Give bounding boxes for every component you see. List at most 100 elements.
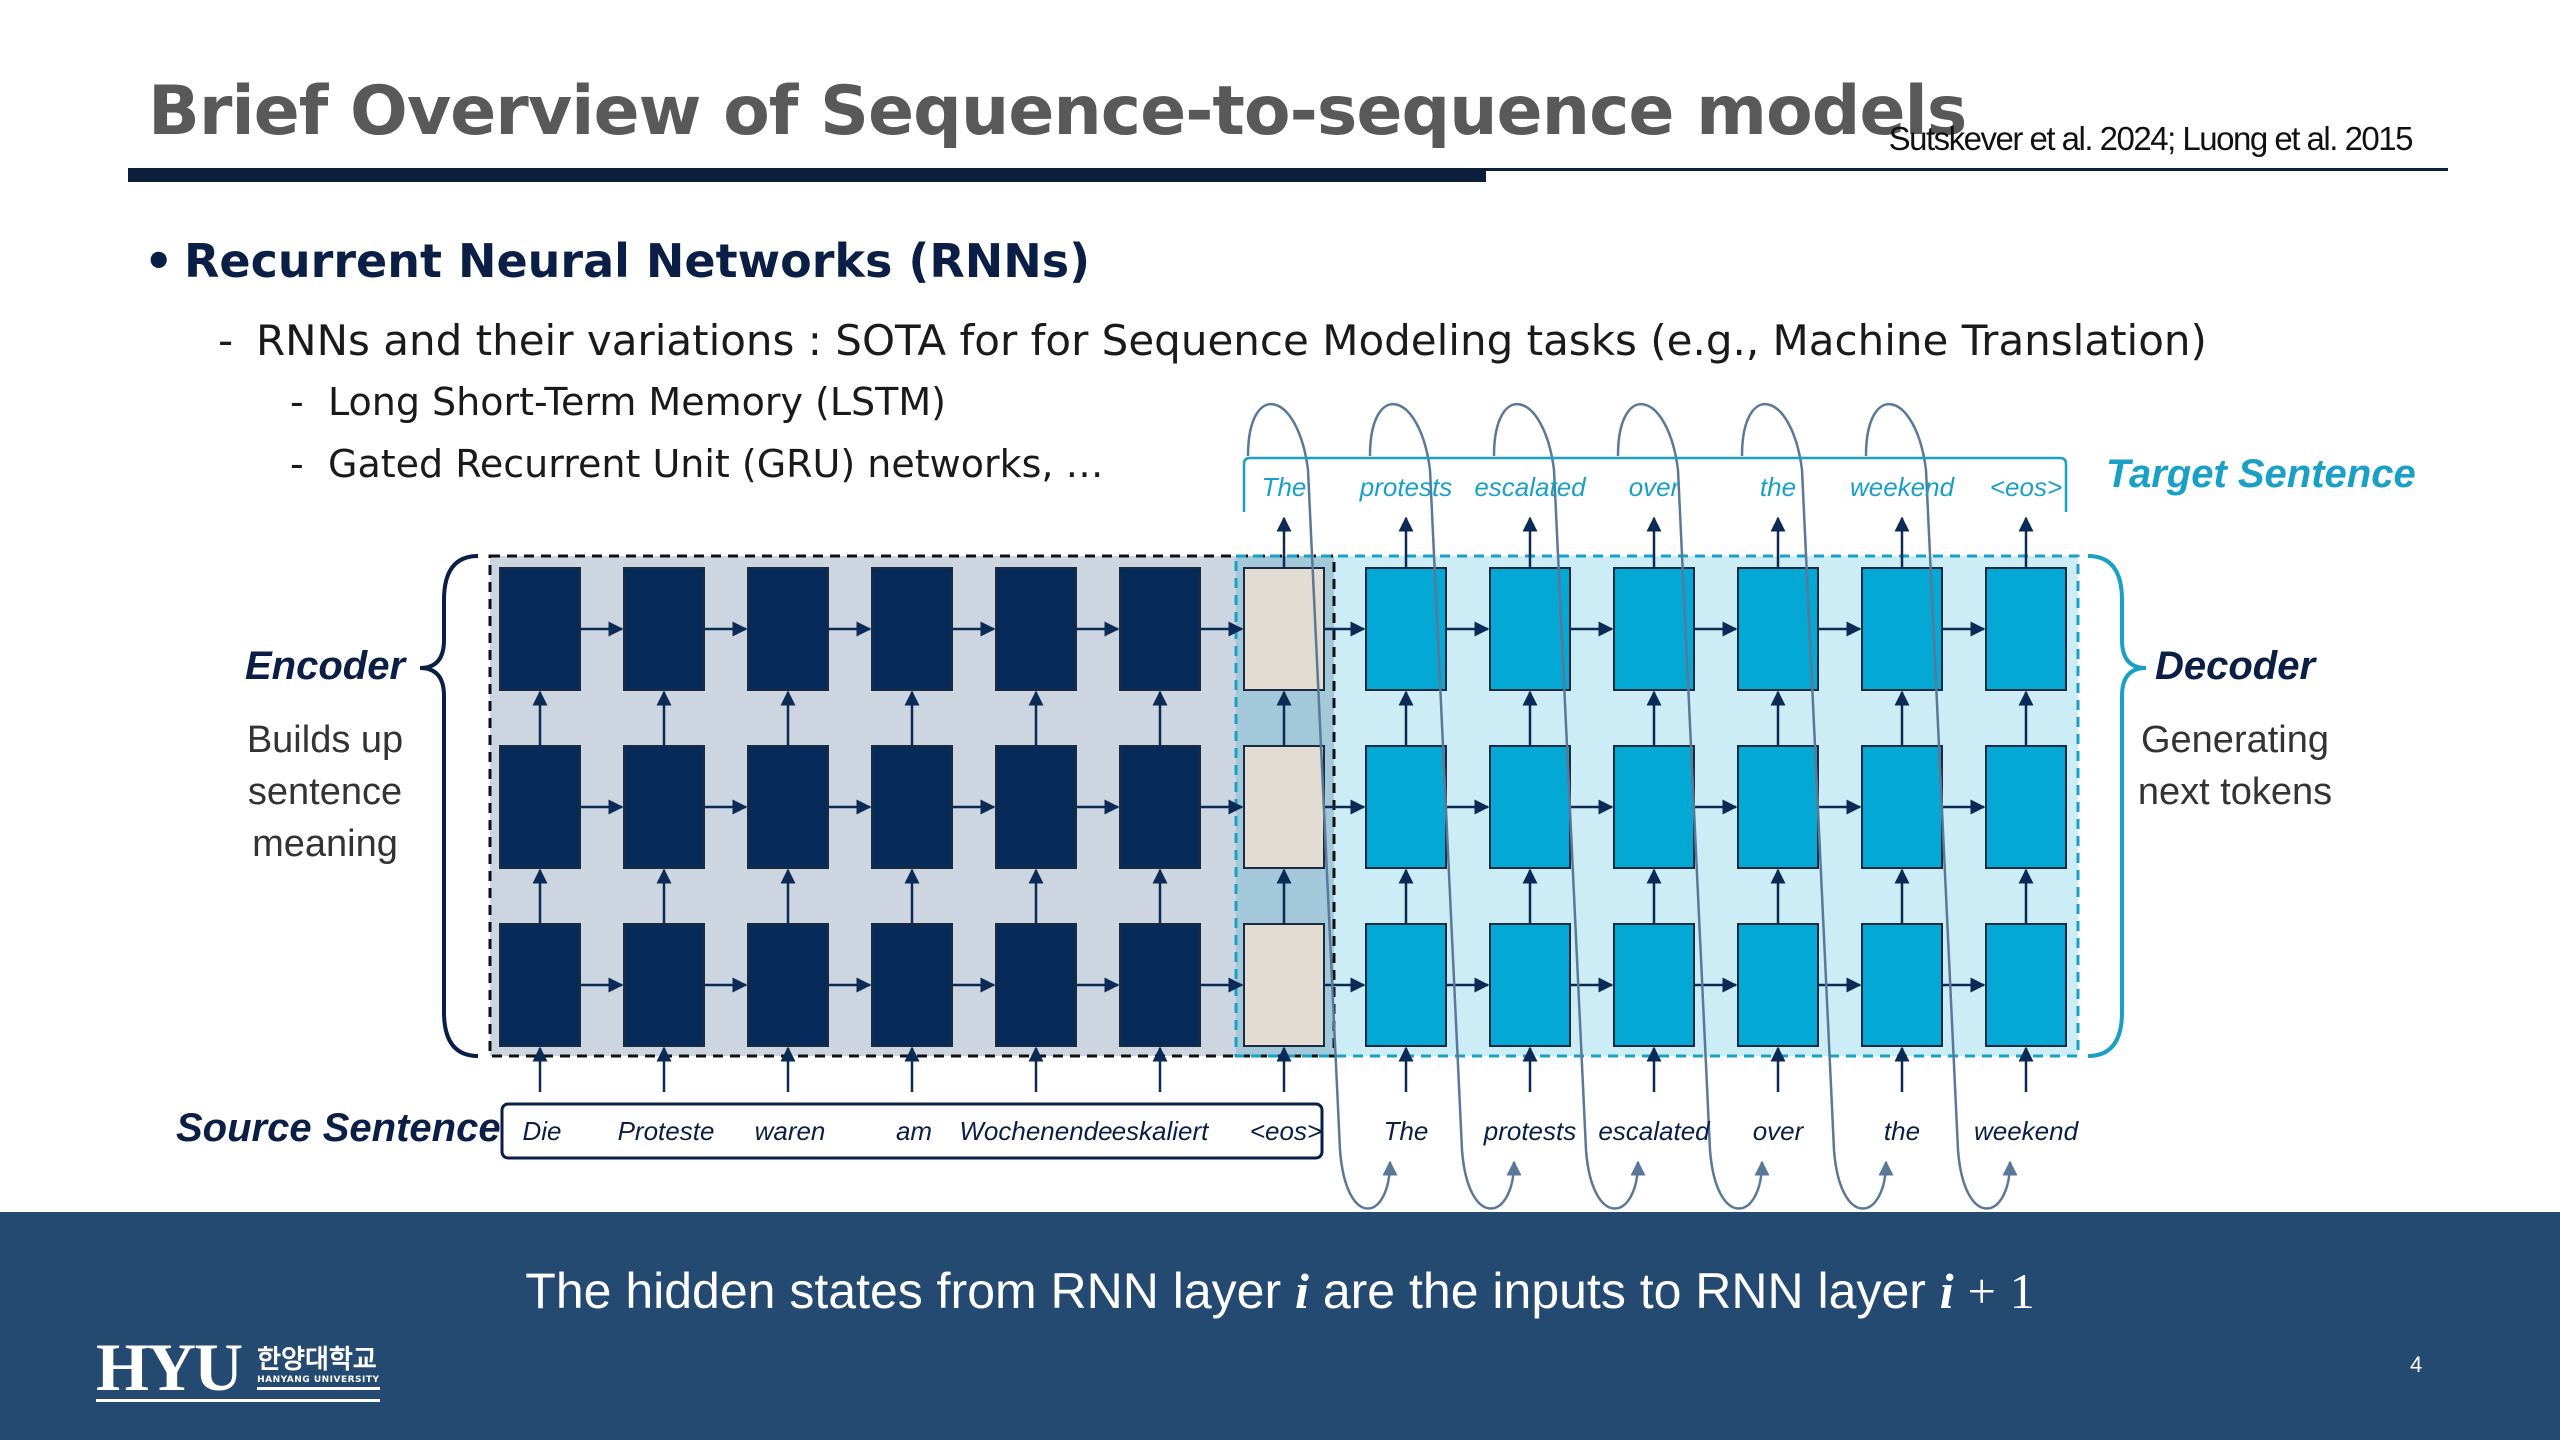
target-token: protests <box>1359 472 1453 502</box>
citation: Sutskever et al. 2024; Luong et al. 2015 <box>1888 120 2414 157</box>
decoder-rnn-cell <box>1613 745 1695 869</box>
feedback-curve <box>1368 402 1522 1210</box>
decoder-brace <box>2087 554 2147 1058</box>
source-token: Die <box>522 1116 561 1146</box>
slide-title: Brief Overview of Sequence-to-sequence m… <box>148 72 1967 151</box>
university-logo: HYU 한양대학교 HANYANG UNIVERSITY <box>96 1329 380 1405</box>
source-sentence-label: Source Sentence <box>176 1106 501 1150</box>
target-token: over <box>1629 472 1681 502</box>
bullet-level1: •Recurrent Neural Networks (RNNs) <box>144 234 1090 288</box>
bullet-level2: -RNNs and their variations : SOTA for fo… <box>218 316 2207 365</box>
footer-banner <box>0 1212 2560 1440</box>
target-token: weekend <box>1850 472 1956 502</box>
source-sentence-box <box>500 1102 1324 1160</box>
bullet-dot: • <box>144 234 174 288</box>
encoder-rnn-cell <box>871 567 953 691</box>
encoder-rnn-cell <box>871 745 953 869</box>
encoder-rnn-cell <box>871 923 953 1047</box>
encoder-rnn-cell <box>747 567 829 691</box>
encoder-brace <box>419 554 479 1058</box>
caption-variable: i <box>1295 1263 1309 1319</box>
encoder-rnn-cell <box>995 567 1077 691</box>
logo-hyu: HYU <box>96 1329 243 1405</box>
bullet-level3: -Long Short-Term Memory (LSTM) <box>290 380 946 424</box>
bullet-level1-text: Recurrent Neural Networks (RNNs) <box>184 234 1091 288</box>
target-sentence-bracket <box>1242 456 2068 512</box>
encoder-desc-line: meaning <box>252 823 398 865</box>
eos-rnn-cell <box>1243 567 1325 691</box>
encoder-rnn-cell <box>499 567 581 691</box>
source-token: eskaliert <box>1112 1116 1211 1146</box>
encoder-rnn-cell <box>1119 567 1201 691</box>
decoder-rnn-cell <box>1365 923 1447 1047</box>
target-token: <eos> <box>1990 472 2062 502</box>
eos-rnn-cell <box>1243 923 1325 1047</box>
source-token: <eos> <box>1250 1116 1322 1146</box>
source-token: am <box>896 1116 932 1146</box>
decoder-rnn-cell <box>1985 567 2067 691</box>
caption-number: 1 <box>2009 1263 2035 1319</box>
decoder-rnn-cell <box>1861 567 1943 691</box>
encoder-title: Encoder <box>244 644 406 688</box>
bullet-level3-text: Long Short-Term Memory (LSTM) <box>328 380 946 424</box>
encoder-rnn-cell <box>1119 923 1201 1047</box>
feedback-curve <box>1740 402 1894 1210</box>
feedback-curve <box>1616 402 1770 1210</box>
caption-text: are the inputs to RNN layer <box>1308 1263 1940 1319</box>
decoder-rnn-cell <box>1489 745 1571 869</box>
encoder-rnn-cell <box>499 923 581 1047</box>
encoder-rnn-cell <box>623 567 705 691</box>
logo-english: HANYANG UNIVERSITY <box>257 1374 380 1385</box>
eos-rnn-cell <box>1243 745 1325 869</box>
decoder-rnn-cell <box>1489 567 1571 691</box>
decoder-desc-line: next tokens <box>2137 771 2333 813</box>
caption-variable: i <box>1939 1263 1954 1319</box>
target-sentence-label: Target Sentence <box>2106 452 2416 496</box>
decoder-input-token: over <box>1753 1116 1805 1146</box>
decoder-input-token: escalated <box>1598 1116 1711 1146</box>
feedback-curve <box>1864 402 2018 1210</box>
decoder-rnn-cell <box>1861 923 1943 1047</box>
encoder-rnn-cell <box>623 745 705 869</box>
bullet-level3-text: Gated Recurrent Unit (GRU) networks, … <box>328 442 1104 486</box>
footer-caption: The hidden states from RNN layer i are t… <box>0 1262 2560 1320</box>
title-rule-thick <box>128 168 1486 182</box>
logo-side: 한양대학교 HANYANG UNIVERSITY <box>257 1344 380 1390</box>
decoder-rnn-cell <box>1737 923 1819 1047</box>
decoder-rnn-cell <box>1365 567 1447 691</box>
decoder-rnn-cell <box>1985 745 2067 869</box>
bullet-level2-text: RNNs and their variations : SOTA for for… <box>256 316 2207 365</box>
decoder-rnn-cell <box>1737 745 1819 869</box>
target-token: escalated <box>1474 472 1587 502</box>
encoder-rnn-cell <box>995 923 1077 1047</box>
encoder-desc-line: sentence <box>247 771 403 813</box>
feedback-curve <box>1246 402 1398 1210</box>
source-token: Proteste <box>618 1116 715 1146</box>
decoder-rnn-cell <box>1365 745 1447 869</box>
encoder-rnn-cell <box>623 923 705 1047</box>
decoder-rnn-cell <box>1489 923 1571 1047</box>
encoder-rnn-cell <box>1119 745 1201 869</box>
page-number: 4 <box>2410 1352 2423 1377</box>
encoder-desc-line: Builds up <box>246 719 404 761</box>
decoder-description: Generating next tokens <box>2110 714 2360 818</box>
decoder-input-token: weekend <box>1974 1116 2080 1146</box>
caption-operator: + <box>1967 1263 1996 1319</box>
source-token: Wochenende <box>959 1116 1112 1146</box>
encoder-rnn-cell <box>499 745 581 869</box>
bullet-level3: -Gated Recurrent Unit (GRU) networks, … <box>290 442 1104 486</box>
caption-text: The hidden states from RNN layer <box>525 1263 1296 1319</box>
encoder-rnn-cell <box>747 923 829 1047</box>
encoder-rnn-cell <box>747 745 829 869</box>
target-token: The <box>1262 472 1307 502</box>
decoder-title: Decoder <box>2154 644 2316 688</box>
encoder-rnn-cell <box>995 745 1077 869</box>
decoder-input-token: protests <box>1483 1116 1577 1146</box>
feedback-curve <box>1492 402 1646 1210</box>
decoder-input-token: The <box>1384 1116 1429 1146</box>
decoder-rnn-cell <box>1861 745 1943 869</box>
decoder-rnn-cell <box>1613 923 1695 1047</box>
logo-korean: 한양대학교 <box>257 1344 377 1375</box>
logo-underline <box>96 1399 380 1402</box>
